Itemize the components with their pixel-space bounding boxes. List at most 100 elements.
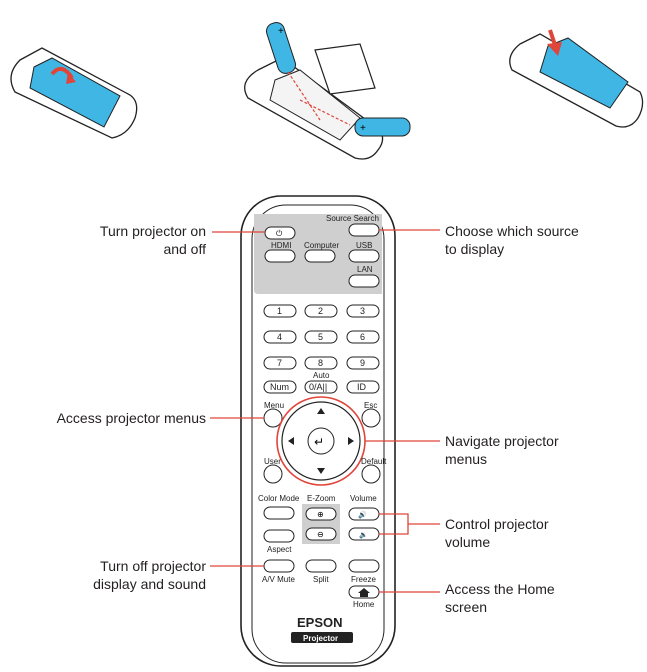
- usb-label: USB: [356, 241, 372, 250]
- home-icon: [358, 588, 370, 597]
- ezoom-label: E-Zoom: [307, 494, 336, 503]
- user-label: User: [264, 457, 281, 466]
- zero-label: 0/A||: [309, 382, 327, 392]
- key-6-button[interactable]: 6: [346, 330, 380, 344]
- key-9-label: 9: [360, 358, 365, 368]
- key-5-button[interactable]: 5: [304, 330, 338, 344]
- down-arrow-icon[interactable]: [317, 468, 325, 474]
- volume-down-icon: 🔉: [359, 531, 368, 539]
- volume-up-icon: 🔊: [358, 510, 367, 519]
- freeze-label: Freeze: [351, 575, 376, 584]
- callout-source: Choose which source to display: [445, 222, 635, 258]
- split-button[interactable]: [305, 559, 337, 573]
- key-7-button[interactable]: 7: [263, 356, 297, 370]
- lan-button[interactable]: [348, 274, 380, 288]
- av-mute-label: A/V Mute: [262, 575, 295, 584]
- callout-home: Access the Home screen: [445, 580, 635, 616]
- callout-volume: Control projector volume: [445, 515, 635, 551]
- user-button[interactable]: [263, 464, 283, 484]
- home-button[interactable]: [348, 585, 380, 599]
- default-label: Default: [361, 457, 387, 466]
- callout-home-line2: screen: [445, 599, 488, 615]
- hdmi-label: HDMI: [271, 241, 291, 250]
- lan-label: LAN: [357, 265, 373, 274]
- volume-label: Volume: [350, 494, 377, 503]
- aspect-label: Aspect: [267, 545, 292, 554]
- callout-volume-line2: volume: [445, 534, 491, 550]
- key-1-label: 1: [277, 306, 282, 316]
- zero-button[interactable]: [304, 380, 338, 394]
- esc-label: Esc: [364, 401, 377, 410]
- callout-navigate-line1: Navigate projector: [445, 433, 559, 449]
- key-2-label: 2: [318, 306, 323, 316]
- callout-source-line2: to display: [445, 241, 505, 257]
- key-5-label: 5: [318, 332, 323, 342]
- hdmi-button[interactable]: [264, 249, 296, 263]
- esc-button[interactable]: [361, 408, 381, 428]
- id-button[interactable]: [346, 380, 380, 394]
- key-9-button[interactable]: 9: [346, 356, 380, 370]
- callout-mute-line2: display and sound: [93, 576, 206, 592]
- right-arrow-icon[interactable]: [348, 437, 354, 445]
- key-4-button[interactable]: 4: [263, 330, 297, 344]
- home-label: Home: [353, 600, 375, 609]
- callout-power: Turn projector on and off: [60, 222, 206, 258]
- key-7-label: 7: [277, 358, 282, 368]
- navigation-pad[interactable]: ↵: [276, 396, 366, 486]
- menu-label: Menu: [264, 401, 284, 410]
- battery-step-open-icon: [10, 47, 138, 139]
- usb-button[interactable]: [348, 249, 380, 263]
- computer-label: Computer: [304, 241, 339, 250]
- id-label: ID: [357, 382, 367, 392]
- key-4-label: 4: [277, 332, 282, 342]
- power-button[interactable]: ⏻: [264, 226, 296, 240]
- callout-power-line1: Turn projector on: [99, 223, 206, 239]
- callout-mute: Turn off projector display and sound: [40, 557, 206, 593]
- key-2-button[interactable]: 2: [304, 304, 338, 318]
- svg-text:⊖: ⊖: [317, 530, 324, 539]
- callout-menus: Access projector menus: [20, 409, 206, 427]
- computer-button[interactable]: [304, 249, 336, 263]
- num-button[interactable]: [263, 380, 297, 394]
- up-arrow-icon[interactable]: [317, 408, 325, 414]
- svg-text:+: +: [360, 123, 366, 134]
- key-8-label: 8: [318, 358, 323, 368]
- left-arrow-icon[interactable]: [288, 437, 294, 445]
- svg-text:+: +: [278, 26, 284, 37]
- svg-text:⊕: ⊕: [317, 510, 324, 519]
- callout-menus-line1: Access projector menus: [56, 410, 206, 426]
- av-mute-button[interactable]: [263, 559, 295, 573]
- key-1-button[interactable]: 1: [263, 304, 297, 318]
- battery-step-close-icon: [509, 29, 644, 128]
- num-label: Num: [270, 382, 289, 392]
- color-mode-button[interactable]: [263, 506, 295, 520]
- svg-text:⏻: ⏻: [276, 229, 283, 238]
- menu-button[interactable]: [263, 408, 283, 428]
- numeric-keypad: 1 2 3 4 5 6 7 8 9: [263, 304, 380, 370]
- key-8-button[interactable]: 8: [304, 356, 338, 370]
- source-search-button[interactable]: [348, 223, 380, 237]
- volume-down-button[interactable]: 🔉: [348, 527, 380, 541]
- freeze-button[interactable]: [348, 559, 380, 573]
- callout-navigate: Navigate projector menus: [445, 432, 635, 468]
- key-3-button[interactable]: 3: [346, 304, 380, 318]
- zoom-out-button[interactable]: ⊖: [305, 527, 337, 541]
- callout-source-line1: Choose which source: [445, 223, 579, 239]
- callout-power-line2: and off: [163, 241, 206, 257]
- model-label: Projector: [303, 634, 338, 643]
- volume-up-button[interactable]: 🔊: [348, 507, 380, 521]
- callout-mute-line1: Turn off projector: [100, 558, 206, 574]
- callout-navigate-line2: menus: [445, 451, 488, 467]
- battery-step-insert-icon: + +: [244, 22, 411, 160]
- svg-text:↵: ↵: [314, 435, 324, 449]
- brand-logo: EPSON: [297, 615, 343, 630]
- callout-home-line1: Access the Home: [445, 581, 555, 597]
- aspect-button[interactable]: [263, 529, 295, 543]
- default-button[interactable]: [361, 464, 381, 484]
- zoom-in-button[interactable]: ⊕: [305, 507, 337, 521]
- source-search-label: Source Search: [326, 214, 379, 223]
- callout-volume-line1: Control projector: [445, 516, 549, 532]
- auto-label: Auto: [313, 371, 330, 380]
